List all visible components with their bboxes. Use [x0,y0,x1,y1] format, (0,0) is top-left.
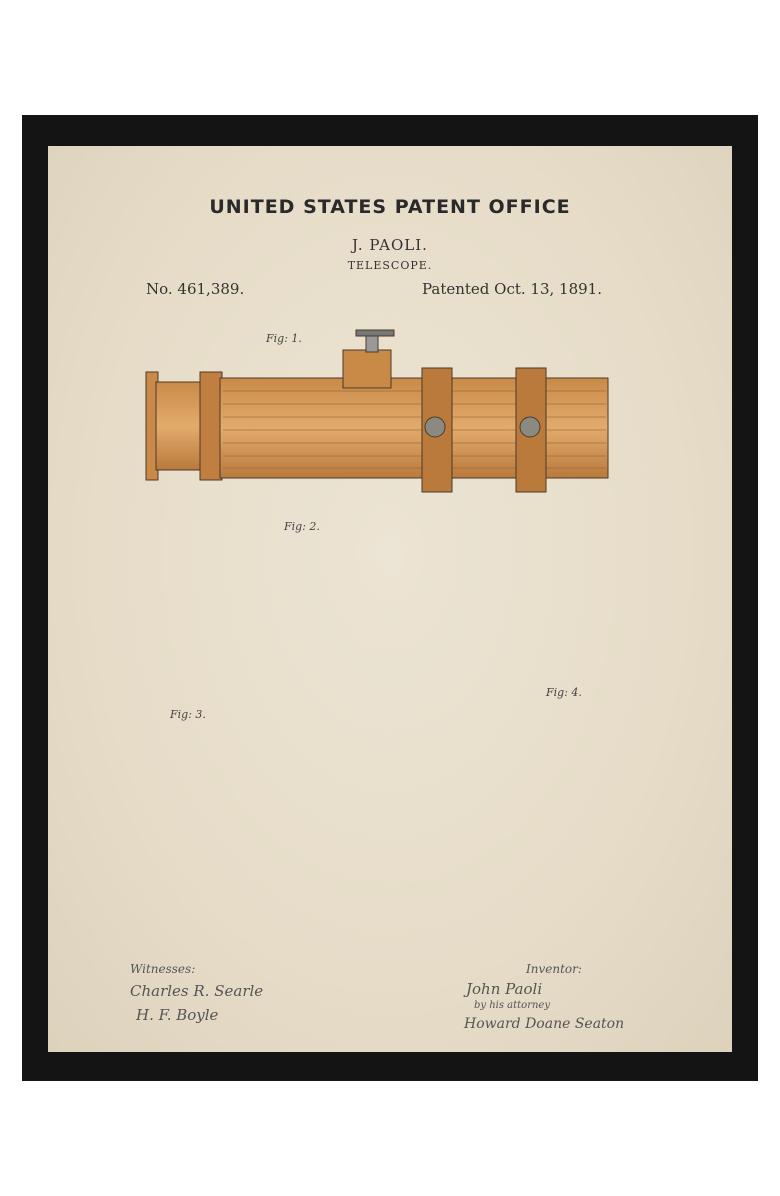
figure-1-telescope [145,329,609,493]
attorney-signature: Howard Doane Seaton [464,1016,625,1032]
patent-number: No. 461,389. [146,280,245,298]
witness-signature-1: Charles R. Searle [130,982,264,1000]
inventor-label: Inventor: [526,962,582,976]
attorney-line-1: by his attorney [474,1000,550,1011]
fig1-label: Fig: 1. [266,332,302,345]
office-title: UNITED STATES PATENT OFFICE [209,196,571,218]
patent-date: Patented Oct. 13, 1891. [421,280,602,298]
fig4-label: Fig: 4. [546,686,582,699]
invention-title: TELESCOPE. [347,259,433,272]
inventor-signature: John Paoli [466,980,543,998]
inventor-name: J. PAOLI. [352,236,428,254]
fig3-label: Fig: 3. [170,708,206,721]
witness-signature-2: H. F. Boyle [136,1006,219,1024]
telescope-drawing [145,329,609,493]
patent-paper: UNITED STATES PATENT OFFICE J. PAOLI. TE… [48,146,732,1052]
witnesses-label: Witnesses: [130,962,196,976]
fig2-label: Fig: 2. [284,520,320,533]
